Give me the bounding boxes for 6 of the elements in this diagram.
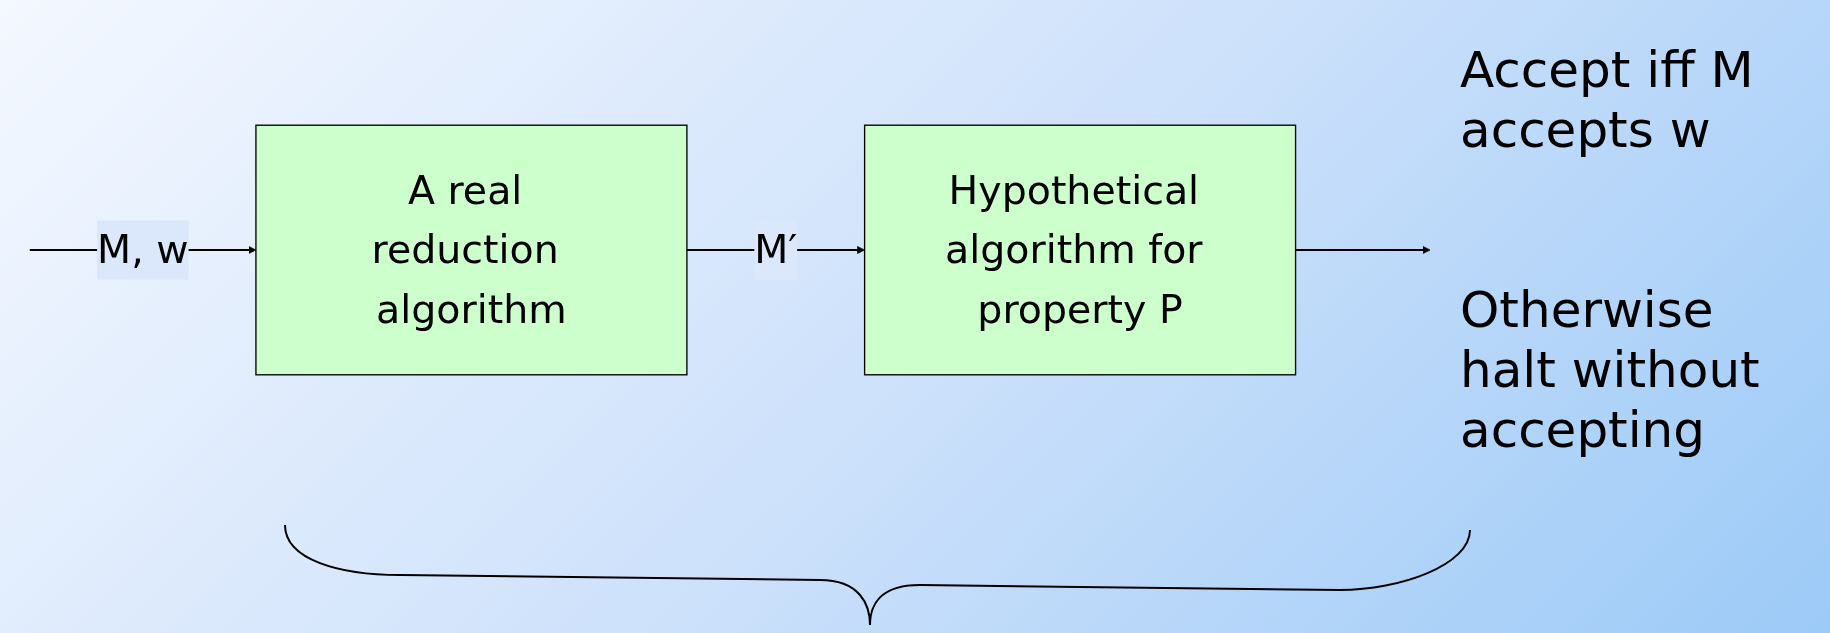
output-note: Accept iff M accepts w — [1460, 40, 1755, 160]
edge-label: M′ — [754, 226, 798, 273]
edge-label: M, w — [97, 226, 189, 273]
node-box: Hypothetical algorithm for property P — [863, 124, 1297, 376]
node-box: A real reduction algorithm — [255, 124, 688, 376]
output-note: Otherwise halt without accepting — [1460, 280, 1761, 460]
